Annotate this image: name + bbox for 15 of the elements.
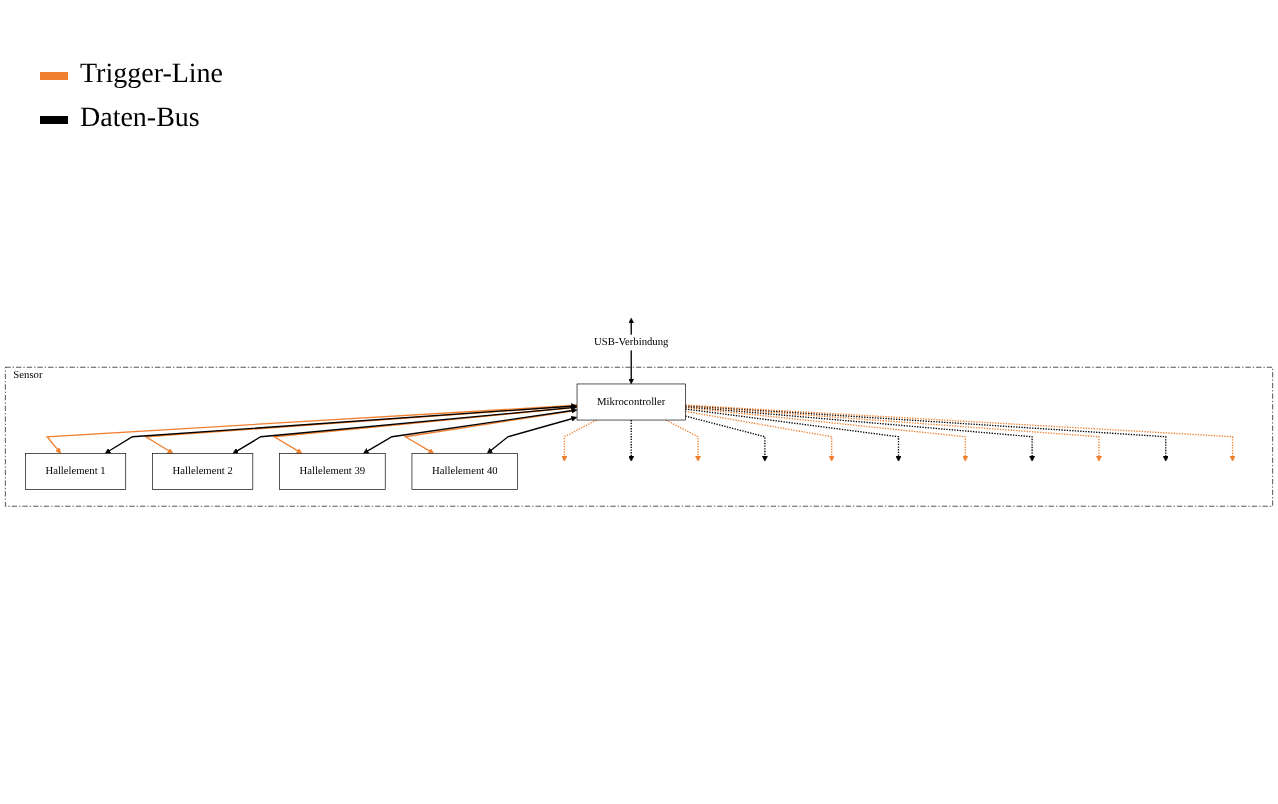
- arrow: [403, 409, 578, 454]
- arrow: [363, 407, 578, 454]
- arrow: [561, 419, 598, 462]
- arrow: [232, 404, 578, 454]
- arrow: [684, 405, 1102, 462]
- arrow: [486, 415, 578, 454]
- arrow: [628, 419, 635, 462]
- arrow: [684, 408, 902, 462]
- arrow: [684, 406, 1036, 462]
- arrow: [684, 415, 768, 462]
- arrow: [684, 406, 969, 462]
- legend-label: Daten-Bus: [80, 104, 200, 136]
- arrow: [665, 419, 701, 462]
- legend-label: Trigger-Line: [80, 60, 224, 92]
- arrow: [684, 410, 835, 462]
